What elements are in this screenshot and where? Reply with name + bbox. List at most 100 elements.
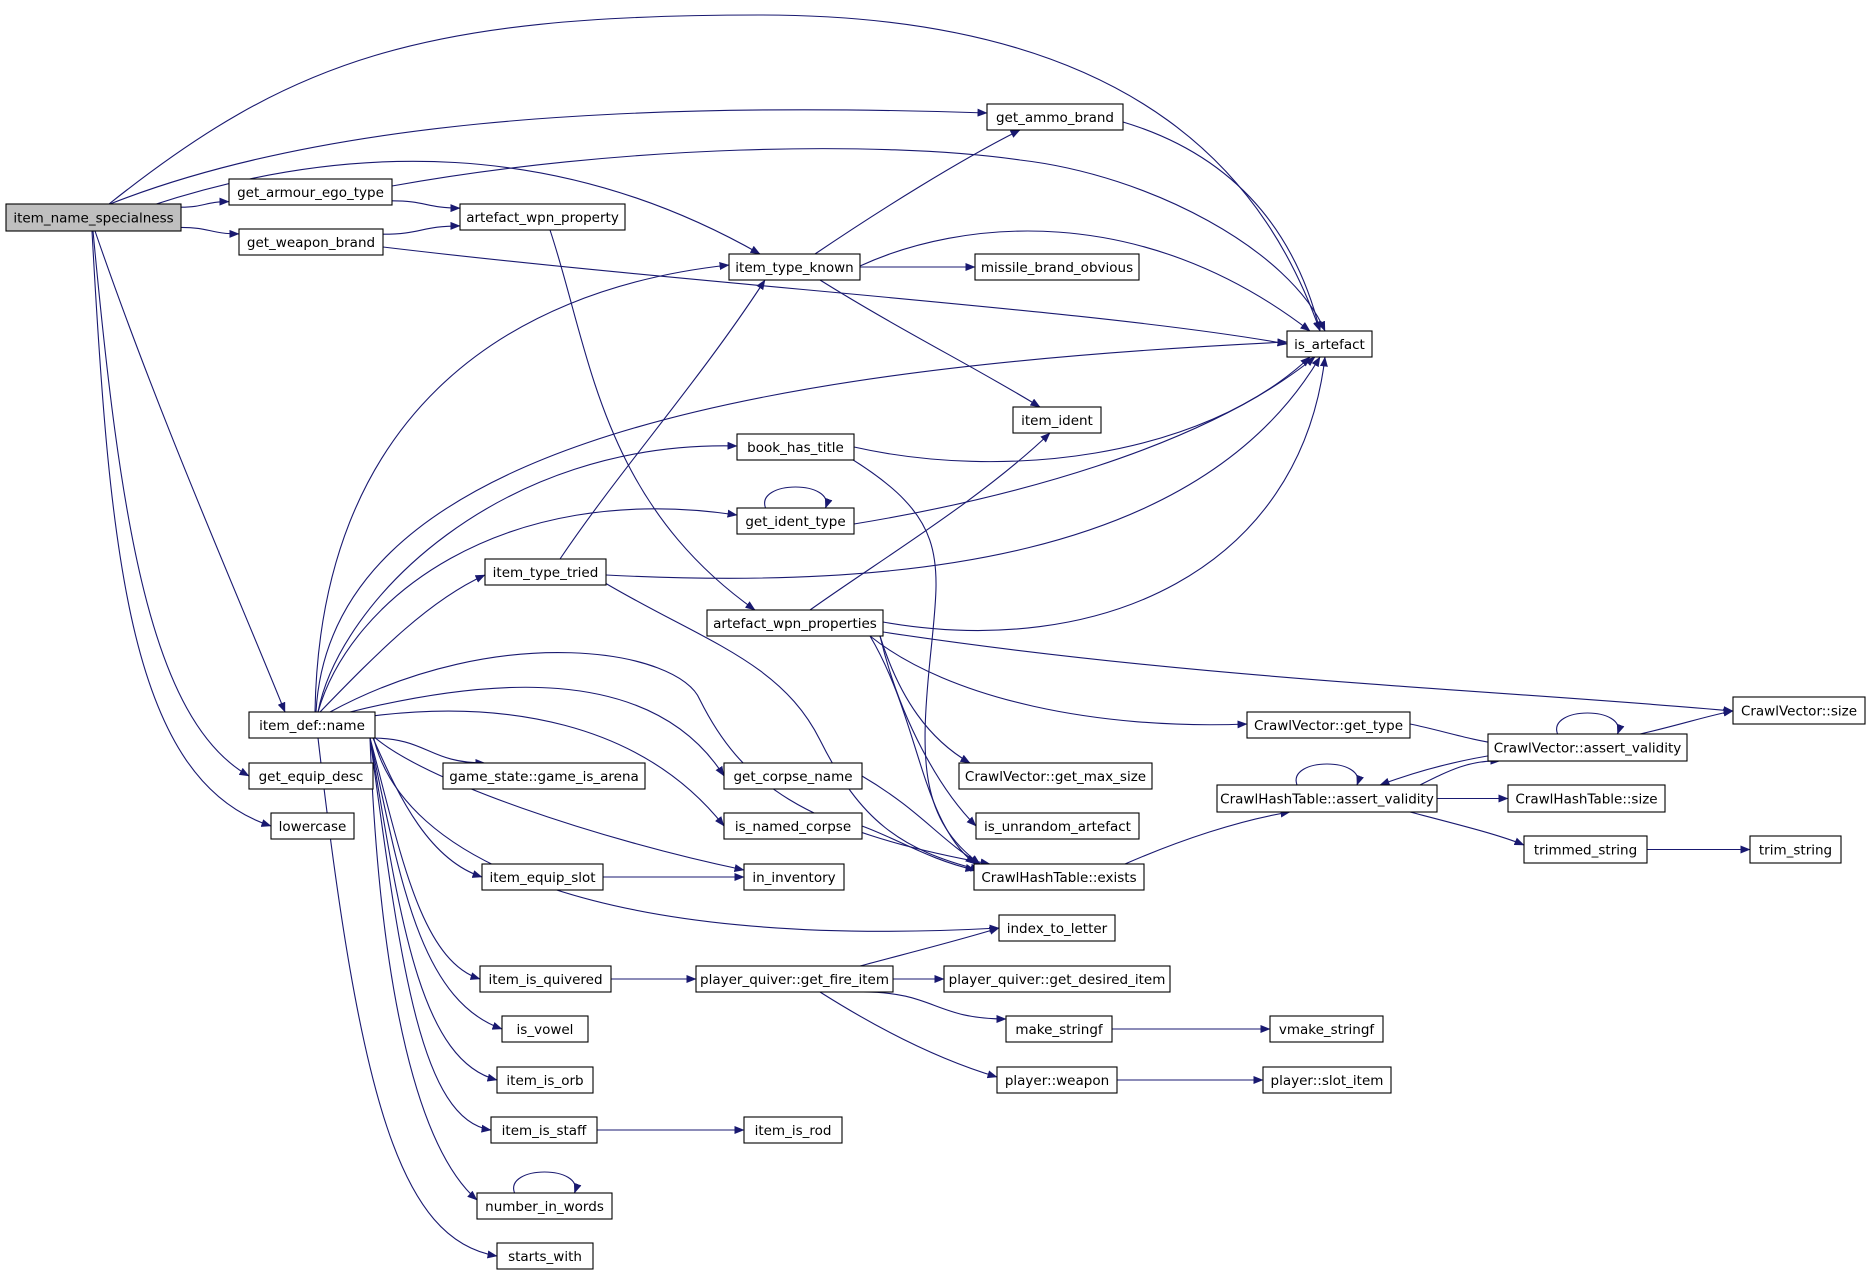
node-label-cv-size: CrawlVector::size — [1741, 704, 1857, 720]
node-get-ident-type[interactable]: get_ident_type — [736, 507, 855, 535]
node-vmake-stringf[interactable]: vmake_stringf — [1269, 1015, 1384, 1043]
node-box-get-desired-item[interactable] — [943, 965, 1171, 993]
node-item-ident[interactable]: item_ident — [1012, 406, 1102, 434]
node-item-equip-slot[interactable]: item_equip_slot — [481, 863, 604, 891]
node-in-inventory[interactable]: in_inventory — [743, 863, 845, 891]
node-box-cv-assert-validity[interactable] — [1487, 733, 1688, 762]
node-item-is-rod[interactable]: item_is_rod — [743, 1116, 843, 1144]
node-get-fire-item[interactable]: player_quiver::get_fire_item — [695, 965, 894, 993]
node-box-cht-exists[interactable] — [973, 863, 1145, 891]
edge-item-def-name-to-is-artefact — [315, 338, 1288, 713]
node-get-equip-desc[interactable]: get_equip_desc — [248, 762, 374, 790]
node-item-name-specialness[interactable]: item_name_specialness — [5, 203, 182, 232]
node-cv-size[interactable]: CrawlVector::size — [1732, 696, 1866, 725]
node-is-artefact[interactable]: is_artefact — [1286, 330, 1373, 358]
edge-cht-assert-validity-to-trimmed-string — [1409, 811, 1525, 846]
node-label-missile-brand-obvious: missile_brand_obvious — [981, 260, 1133, 276]
node-get-ammo-brand[interactable]: get_ammo_brand — [986, 103, 1124, 131]
node-box-get-fire-item[interactable] — [695, 965, 894, 993]
node-box-cv-size[interactable] — [1732, 696, 1866, 725]
edge-is-named-corpse-to-cht-exists — [861, 825, 976, 872]
node-cv-assert-validity[interactable]: CrawlVector::assert_validity — [1487, 733, 1688, 762]
node-box-is-artefact[interactable] — [1286, 330, 1373, 358]
node-item-is-orb[interactable]: item_is_orb — [496, 1066, 594, 1094]
node-cv-get-type[interactable]: CrawlVector::get_type — [1246, 711, 1411, 739]
node-book-has-title[interactable]: book_has_title — [736, 433, 855, 461]
node-item-type-known[interactable]: item_type_known — [728, 253, 861, 281]
node-get-weapon-brand[interactable]: get_weapon_brand — [238, 228, 384, 256]
node-box-cv-get-type[interactable] — [1246, 711, 1411, 739]
node-cht-size[interactable]: CrawlHashTable::size — [1507, 784, 1666, 813]
node-slot-item[interactable]: player::slot_item — [1262, 1066, 1392, 1094]
edge-item-def-name-to-item-type-tried — [319, 574, 486, 713]
node-box-item-def-name[interactable] — [248, 711, 376, 739]
node-artefact-wpn-property[interactable]: artefact_wpn_property — [459, 203, 626, 231]
node-trimmed-string[interactable]: trimmed_string — [1523, 835, 1648, 864]
node-item-is-quivered[interactable]: item_is_quivered — [479, 965, 612, 993]
node-artefact-wpn-properties[interactable]: artefact_wpn_properties — [706, 609, 884, 637]
node-box-trim-string[interactable] — [1749, 835, 1842, 864]
node-box-cht-assert-validity[interactable] — [1216, 784, 1438, 813]
node-is-vowel[interactable]: is_vowel — [501, 1015, 589, 1043]
node-box-cv-get-max-size[interactable] — [958, 762, 1153, 790]
node-get-armour-ego-type[interactable]: get_armour_ego_type — [228, 178, 393, 206]
node-box-get-ammo-brand[interactable] — [986, 103, 1124, 131]
node-item-type-tried[interactable]: item_type_tried — [484, 558, 607, 586]
node-is-named-corpse[interactable]: is_named_corpse — [723, 812, 863, 840]
node-box-item-ident[interactable] — [1012, 406, 1102, 434]
node-box-starts-with[interactable] — [496, 1242, 594, 1270]
node-get-corpse-name[interactable]: get_corpse_name — [723, 762, 863, 790]
node-get-desired-item[interactable]: player_quiver::get_desired_item — [943, 965, 1171, 993]
node-box-get-armour-ego-type[interactable] — [228, 178, 393, 206]
node-box-trimmed-string[interactable] — [1523, 835, 1648, 864]
node-box-missile-brand-obvious[interactable] — [974, 253, 1140, 281]
node-box-get-weapon-brand[interactable] — [238, 228, 384, 256]
node-box-item-type-tried[interactable] — [484, 558, 607, 586]
node-box-player-weapon[interactable] — [996, 1066, 1118, 1094]
node-box-vmake-stringf[interactable] — [1269, 1015, 1384, 1043]
node-missile-brand-obvious[interactable]: missile_brand_obvious — [974, 253, 1140, 281]
node-cht-assert-validity[interactable]: CrawlHashTable::assert_validity — [1216, 784, 1438, 813]
edge-item-def-name-to-game-is-arena — [371, 737, 486, 767]
node-lowercase[interactable]: lowercase — [270, 812, 355, 840]
node-box-item-name-specialness[interactable] — [5, 203, 182, 232]
node-box-game-is-arena[interactable] — [442, 762, 646, 790]
node-label-book-has-title: book_has_title — [747, 440, 844, 456]
node-box-lowercase[interactable] — [270, 812, 355, 840]
node-game-is-arena[interactable]: game_state::game_is_arena — [442, 762, 646, 790]
node-cht-exists[interactable]: CrawlHashTable::exists — [973, 863, 1145, 891]
node-box-in-inventory[interactable] — [743, 863, 845, 891]
node-player-weapon[interactable]: player::weapon — [996, 1066, 1118, 1094]
node-box-item-is-rod[interactable] — [743, 1116, 843, 1144]
node-box-is-named-corpse[interactable] — [723, 812, 863, 840]
node-box-index-to-letter[interactable] — [998, 914, 1116, 942]
node-box-is-unrandom-artefact[interactable] — [975, 812, 1140, 840]
node-box-get-corpse-name[interactable] — [723, 762, 863, 790]
node-box-get-ident-type[interactable] — [736, 507, 855, 535]
node-make-stringf[interactable]: make_stringf — [1005, 1015, 1113, 1043]
node-box-item-is-quivered[interactable] — [479, 965, 612, 993]
node-box-is-vowel[interactable] — [501, 1015, 589, 1043]
node-box-item-is-staff[interactable] — [490, 1116, 598, 1144]
node-box-cht-size[interactable] — [1507, 784, 1666, 813]
node-label-get-ident-type: get_ident_type — [745, 514, 845, 530]
node-number-in-words[interactable]: number_in_words — [476, 1192, 613, 1220]
node-box-artefact-wpn-properties[interactable] — [706, 609, 884, 637]
node-box-make-stringf[interactable] — [1005, 1015, 1113, 1043]
node-item-is-staff[interactable]: item_is_staff — [490, 1116, 598, 1144]
node-starts-with[interactable]: starts_with — [496, 1242, 594, 1270]
node-cv-get-max-size[interactable]: CrawlVector::get_max_size — [958, 762, 1153, 790]
node-box-number-in-words[interactable] — [476, 1192, 613, 1220]
node-box-slot-item[interactable] — [1262, 1066, 1392, 1094]
node-box-item-equip-slot[interactable] — [481, 863, 604, 891]
node-index-to-letter[interactable]: index_to_letter — [998, 914, 1116, 942]
node-box-item-type-known[interactable] — [728, 253, 861, 281]
node-item-def-name[interactable]: item_def::name — [248, 711, 376, 739]
node-box-item-is-orb[interactable] — [496, 1066, 594, 1094]
node-box-get-equip-desc[interactable] — [248, 762, 374, 790]
edge-item-name-specialness-to-get-equip-desc — [92, 230, 250, 777]
node-is-unrandom-artefact[interactable]: is_unrandom_artefact — [975, 812, 1140, 840]
node-trim-string[interactable]: trim_string — [1749, 835, 1842, 864]
node-box-book-has-title[interactable] — [736, 433, 855, 461]
node-box-artefact-wpn-property[interactable] — [459, 203, 626, 231]
